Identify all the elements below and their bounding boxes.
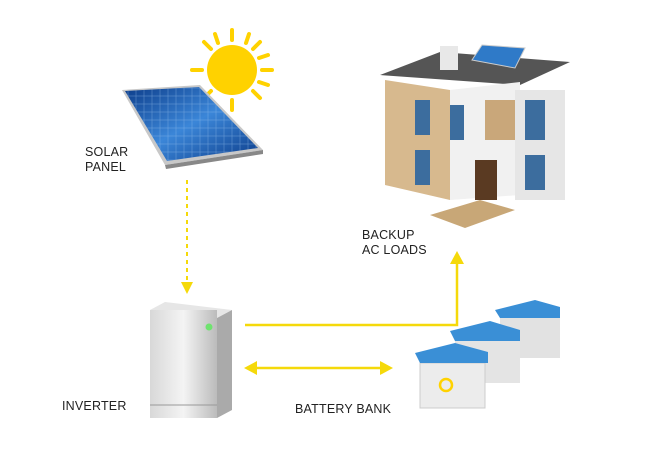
arrowhead-left [244,361,257,375]
inverter-label: INVERTER [62,399,127,413]
battery-bank-label: BATTERY BANK [295,402,392,416]
arrowhead-right [380,361,393,375]
inverter-to-loads-arrow [245,262,459,327]
sun-icon [190,28,274,112]
house-image [380,44,570,228]
arrowhead-down [181,282,193,294]
backup-loads-label-line1: BACKUP [362,228,415,242]
inverter-image [150,302,232,418]
solar-panel-label-line2: PANEL [85,160,127,174]
solar-panel-label-line1: SOLAR [85,145,129,159]
arrowhead-up [450,251,464,264]
solar-panel-label: SOLAR PANEL [85,145,128,175]
backup-loads-label-line2: AC LOADS [362,243,427,257]
solar-panel-image [122,85,263,169]
battery-bank-image [415,300,560,409]
backup-loads-label: BACKUP AC LOADS [362,228,427,258]
